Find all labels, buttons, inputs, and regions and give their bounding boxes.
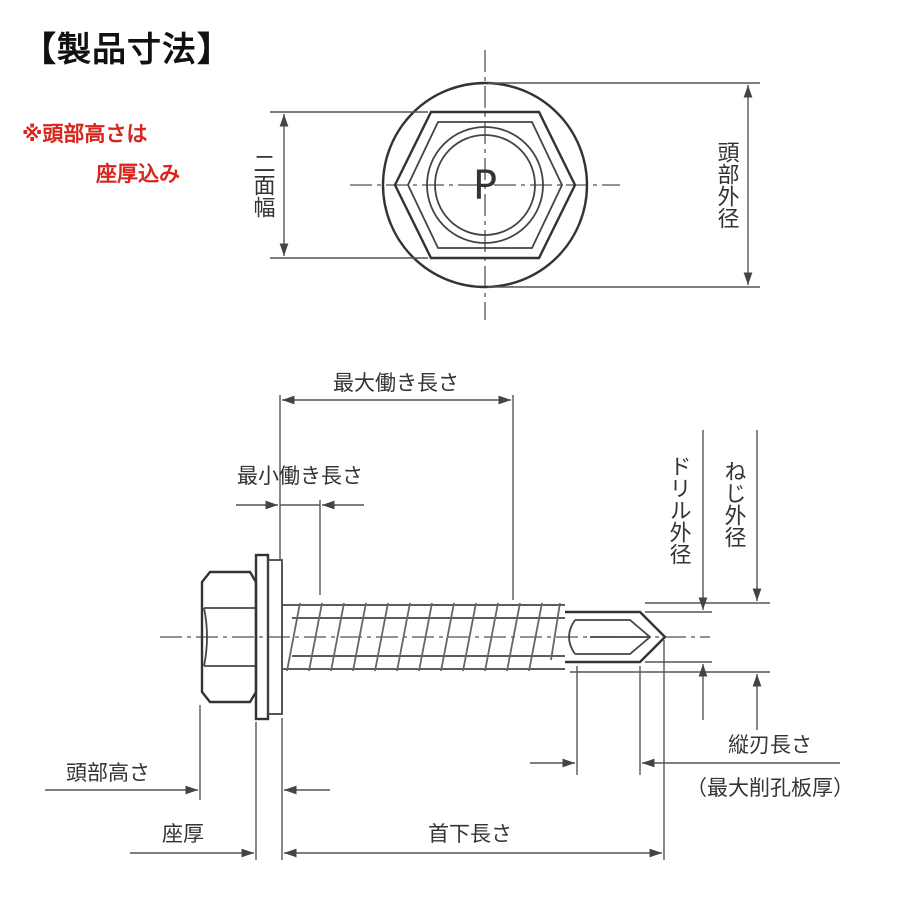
head-height-label: 頭部高さ xyxy=(66,761,150,785)
washer-thickness-label: 座厚 xyxy=(162,822,204,846)
head-height-note: ※頭部高さは xyxy=(22,122,148,146)
page-title: 【製品寸法】 xyxy=(22,30,232,70)
head-mark-letter: P xyxy=(473,163,497,209)
hex-head-chamfer-curve xyxy=(203,607,208,667)
side-view: 最大働き長さ 最小働き長さ ドリル外径 ねじ外径 頭部高さ 座厚 首下長さ 縦刃… xyxy=(45,371,854,860)
flute-length-label: 縦刃長さ xyxy=(728,733,812,757)
under-head-length-label: 首下長さ xyxy=(428,822,512,846)
sealing-washer xyxy=(267,559,283,715)
width-across-flats-label: 二面幅 xyxy=(250,152,275,218)
thread-outer-diameter-label: ねじ外径 xyxy=(721,460,747,548)
drill-flute-edge xyxy=(575,619,652,655)
drill-outer-diameter-label: ドリル外径 xyxy=(666,455,692,565)
head-outer-diameter-label: 頭部外径 xyxy=(714,141,740,229)
hex-head-inner-chamfer xyxy=(407,121,563,249)
hex-head-outline xyxy=(393,110,577,260)
head-top-circle xyxy=(426,126,544,244)
washer-outer-circle xyxy=(381,81,589,289)
max-working-length-label: 最大働き長さ xyxy=(333,371,459,395)
drill-flute-left xyxy=(568,619,576,655)
thread-helix xyxy=(286,602,561,672)
hex-head-side xyxy=(200,570,258,704)
min-working-length-label: 最小働き長さ xyxy=(237,464,363,488)
max-drill-plate-thickness-label: （最大削孔板厚） xyxy=(686,776,854,800)
head-height-note-continued: 座厚込み xyxy=(96,162,180,186)
top-view: P 二面幅 頭部外径 xyxy=(250,50,760,320)
drill-point-outline xyxy=(565,610,667,664)
head-top-inner-circle xyxy=(434,134,536,236)
